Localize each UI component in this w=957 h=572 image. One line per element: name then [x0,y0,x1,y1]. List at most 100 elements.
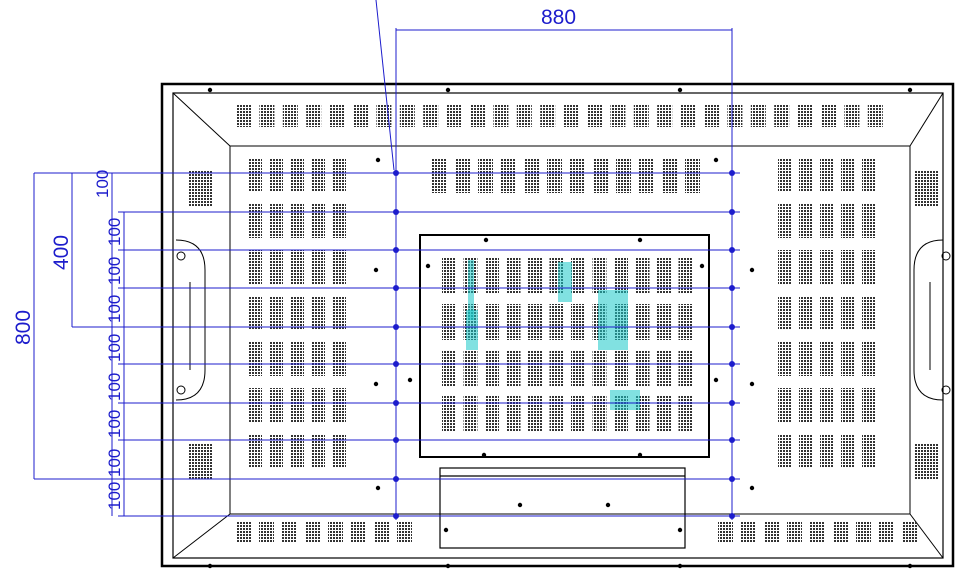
side-handles [175,239,951,401]
screw-hole [699,263,705,269]
corner-bevel-bl [172,513,231,559]
vent-slot-right [841,250,855,284]
vent-slot-side-left [189,170,213,206]
vent-slot-center [592,258,607,294]
vent-slot-right [778,204,792,238]
leader-line [375,0,395,171]
vent-slot-left [248,342,262,376]
right-handle-hole-top [941,251,951,261]
screw-hole [713,157,719,163]
vent-slot-center [528,304,542,340]
vent-slot-left [290,388,304,422]
screw-hole [749,485,755,491]
vent-slot-left [248,250,262,284]
vent-slot-center [506,304,521,340]
screw-hole [907,563,913,569]
vent-slot-left [269,250,283,284]
vent-slot-center [442,258,456,294]
vent-slot-top [610,105,626,127]
vent-slot-top [750,105,766,127]
vent-slot-center [528,350,542,386]
dimension-800-label: 800 [12,310,35,345]
screw-hole [425,263,431,269]
vent-slot-top [446,105,462,127]
dimension-100-label: 100 [105,257,124,285]
screw-hole [713,377,719,383]
vent-slot-left [269,296,283,330]
vent-slot-right [799,296,813,330]
screw-hole [445,563,451,569]
vent-slot-upper-middle [432,158,447,193]
vent-slot-right [799,388,813,422]
vent-slot-upper-middle [501,158,516,193]
vent-slot-right [820,296,834,330]
vent-slot-center [528,258,542,294]
vent-slot-upper-middle [455,158,470,193]
vent-slot-left [248,434,262,468]
vent-slot-center [657,304,671,340]
vent-slot-center [506,396,521,432]
vent-slot-top [282,105,298,127]
vent-slot-upper-middle [593,158,608,193]
vent-slot-bottom [374,522,389,542]
vent-slot-top [259,105,275,127]
vent-slot-center [592,350,607,386]
vent-slot-right [799,434,813,468]
screw-hole [749,267,755,273]
vent-slot-left [269,388,283,422]
cyan-trace [468,260,474,320]
vent-slot-right [862,158,876,192]
vent-slot-right [778,388,792,422]
vent-slot-top [867,105,883,127]
corner-bevel-tr [909,92,944,147]
vent-slot-center [506,258,521,294]
vent-slot-top [540,105,556,127]
screw-hole [677,527,683,533]
vent-slot-side-right [914,170,938,206]
recessed-panel [229,145,911,515]
vent-slot-left [290,158,304,192]
inner-frame [172,92,944,559]
vent-slot-right [799,204,813,238]
vent-slot-center [592,396,607,432]
vent-slot-center [571,350,585,386]
vent-slot-center [549,396,564,432]
center-mounting-plate [419,234,710,458]
vent-slot-center [463,350,478,386]
corner-bevel-br [909,513,944,559]
dimension-100-label: 100 [105,373,124,401]
vent-slot-top [306,105,322,127]
screw-hole [483,237,489,243]
vent-slot-left [248,204,262,238]
vent-slot-left [311,250,325,284]
screw-hole [207,87,213,93]
screw-hole [373,381,379,387]
dimension-100-label: 100 [105,410,124,438]
vent-slot-bottom [856,522,871,542]
dimension-400-label: 400 [50,235,73,270]
vent-slot-left [332,158,346,192]
vent-slot-right [841,296,855,330]
screw-hole [749,381,755,387]
vent-slot-top [844,105,860,127]
screw-hole [907,87,913,93]
vent-slot-left [248,296,262,330]
vent-slot-right [820,204,834,238]
corner-bevel-tl [172,92,231,147]
vent-slot-bottom [810,522,825,542]
screw-hole [677,87,683,93]
vent-slot-top [470,105,485,127]
vent-slot-center [657,258,671,294]
vent-slot-side-right [914,444,938,480]
vent-slot-center [657,350,671,386]
vent-slot-right [862,204,876,238]
vent-slot-top [516,105,532,127]
vent-slot-upper-middle [662,158,677,193]
outer-frame [160,82,955,568]
cyan-trace [558,262,572,302]
vent-slot-left [290,296,304,330]
vent-slot-bottom [328,522,343,542]
vent-slot-center [549,350,564,386]
vent-slot-center [506,350,521,386]
